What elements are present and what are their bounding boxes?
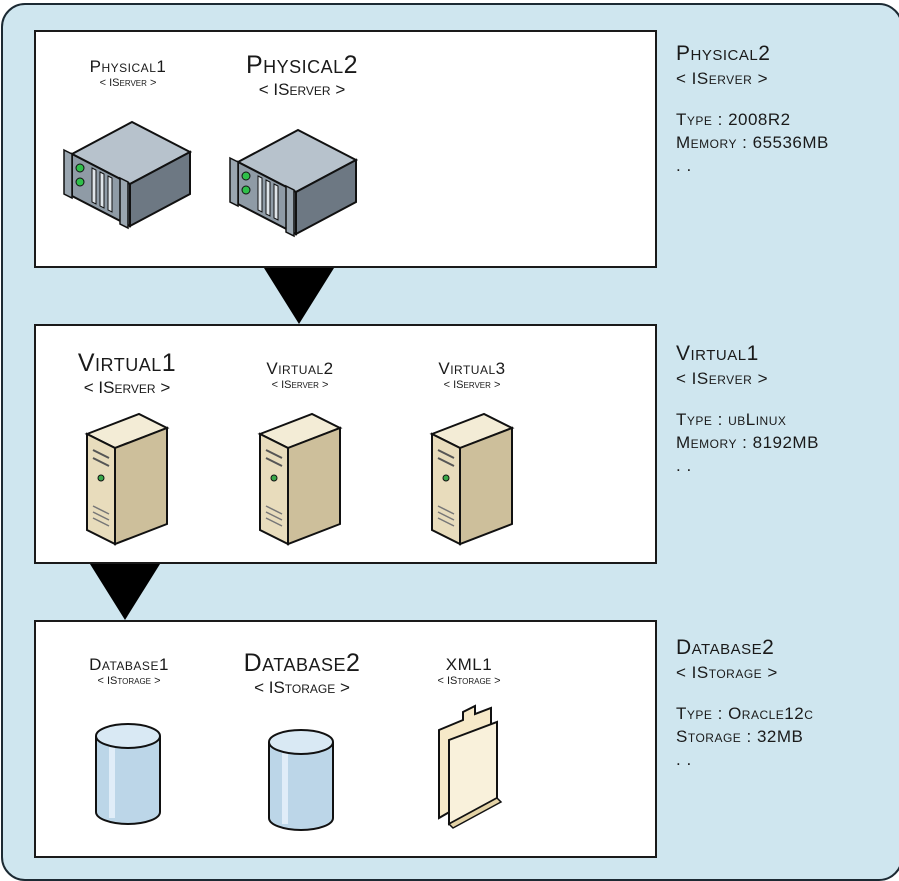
node-type: < IServer > xyxy=(99,76,157,89)
arrow-down xyxy=(90,564,160,620)
tower-server-icon xyxy=(431,412,513,545)
info-line2: Storage : 32MB xyxy=(676,727,804,747)
info-type: < IServer > xyxy=(676,69,768,89)
info-ellipsis: . . xyxy=(676,156,692,176)
info-type: < IStorage > xyxy=(676,663,778,683)
info-line1: Type : Oracle12c xyxy=(676,704,814,724)
node-xml1: XML1 < IStorage > xyxy=(404,655,534,834)
node-type: < IServer > xyxy=(83,377,171,397)
node-type: < IServer > xyxy=(271,378,329,391)
node-physical2: Physical2 < IServer > xyxy=(222,51,382,242)
info-line1: Type : ubLinux xyxy=(676,410,787,430)
node-name: Physical1 xyxy=(89,57,167,76)
node-type: < IStorage > xyxy=(97,674,161,687)
node-name: Physical2 xyxy=(245,51,359,79)
rack-server-icon xyxy=(229,128,357,237)
database-icon xyxy=(265,722,339,834)
node-type: < IStorage > xyxy=(437,674,501,687)
arrow-down xyxy=(264,268,334,324)
database-icon xyxy=(92,716,166,828)
folder-icon xyxy=(438,704,502,829)
node-name: Virtual1 xyxy=(77,349,177,377)
info-line1: Type : 2008R2 xyxy=(676,110,791,130)
node-type: < IStorage > xyxy=(254,677,350,697)
info-line2: Memory : 65536MB xyxy=(676,133,829,153)
node-virtual2: Virtual2 < IServer > xyxy=(230,359,370,548)
tower-server-icon xyxy=(86,412,168,545)
rack-server-icon xyxy=(63,120,191,229)
node-name: Virtual2 xyxy=(266,359,334,378)
node-type: < IServer > xyxy=(258,79,346,99)
node-name: Virtual3 xyxy=(438,359,506,378)
info-physical2: Physical2 < IServer > Type : 2008R2 Memo… xyxy=(676,40,829,178)
node-virtual3: Virtual3 < IServer > xyxy=(402,359,542,548)
info-line2: Memory : 8192MB xyxy=(676,433,819,453)
info-ellipsis: . . xyxy=(676,750,692,770)
info-title: Physical2 xyxy=(676,42,771,65)
info-title: Database2 xyxy=(676,636,775,659)
info-type: < IServer > xyxy=(676,369,768,389)
info-virtual1: Virtual1 < IServer > Type : ubLinux Memo… xyxy=(676,340,819,478)
node-name: Database1 xyxy=(89,655,169,674)
info-title: Virtual1 xyxy=(676,342,759,365)
node-name: XML1 xyxy=(445,655,493,674)
info-ellipsis: . . xyxy=(676,456,692,476)
node-database1: Database1 < IStorage > xyxy=(54,655,204,828)
info-database2: Database2 < IStorage > Type : Oracle12c … xyxy=(676,634,813,772)
node-name: Database2 xyxy=(243,649,361,677)
node-virtual1: Virtual1 < IServer > xyxy=(52,349,202,548)
node-type: < IServer > xyxy=(443,378,501,391)
tower-server-icon xyxy=(259,412,341,545)
node-database2: Database2 < IStorage > xyxy=(220,649,384,834)
node-physical1: Physical1 < IServer > xyxy=(58,57,198,234)
